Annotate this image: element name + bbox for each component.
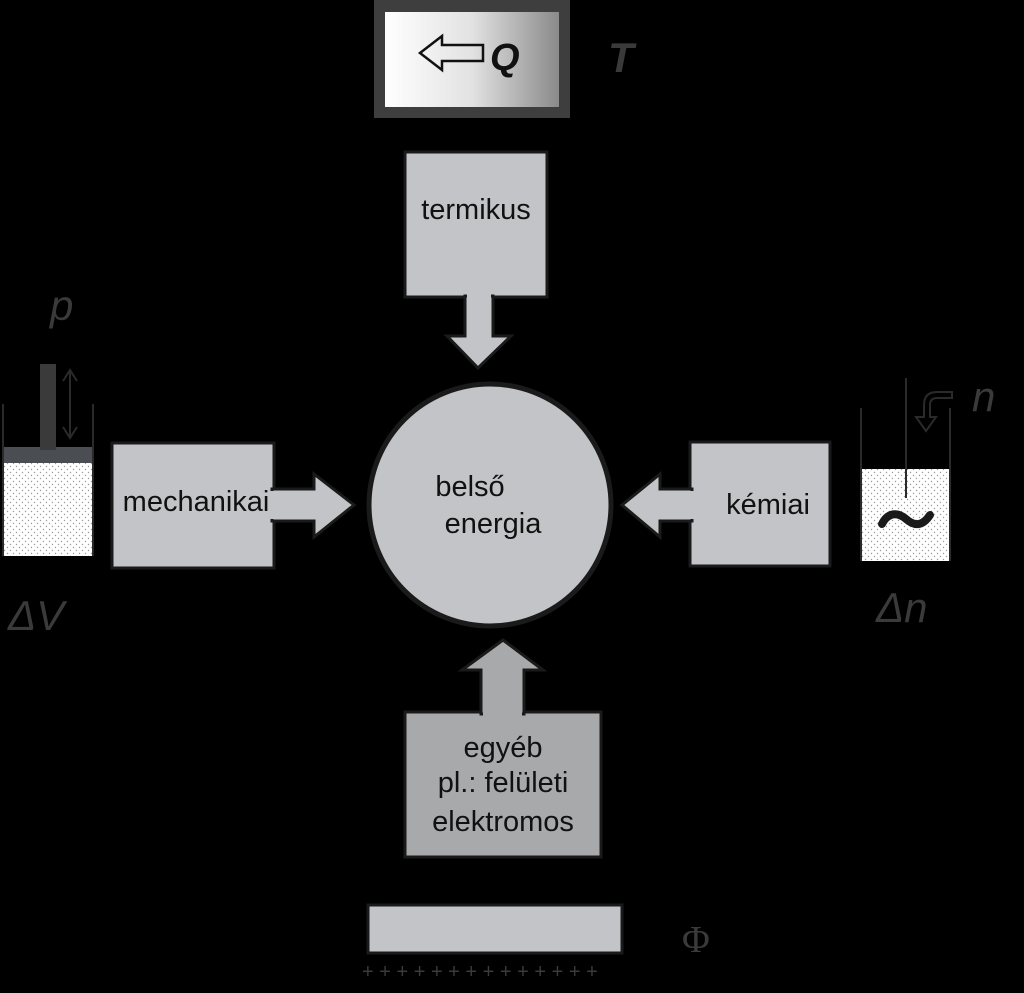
other-input-arrow: egyéb pl.: felületi elektromos xyxy=(403,638,603,859)
thermal-box xyxy=(403,150,549,299)
chemical-beaker xyxy=(860,378,953,561)
charged-plate: _ _ _ _ _ _ _ _ _ _ _ _ + + + + + + + + … xyxy=(362,883,624,983)
chemical-input-arrow: kémiai xyxy=(619,440,832,568)
plate xyxy=(366,903,624,955)
thermal-arrow-icon xyxy=(443,294,515,371)
volume-change-symbol: ΔV xyxy=(7,592,68,639)
chemical-label: kémiai xyxy=(726,489,810,521)
piston-motion-arrow-icon xyxy=(62,368,78,440)
piston-head xyxy=(4,447,92,463)
substance-addition-arrow-icon xyxy=(914,391,953,433)
cylinder-gas xyxy=(4,462,92,556)
piston-rod xyxy=(40,364,56,450)
piston-cylinder xyxy=(2,364,94,556)
chemical-arrow-icon xyxy=(619,470,694,541)
pressure-symbol: p xyxy=(48,282,73,329)
heat-reservoir-inner xyxy=(385,12,559,107)
heat-flow-arrow-icon xyxy=(417,33,485,73)
thermal-label: termikus xyxy=(421,194,531,226)
potential-symbol: Φ xyxy=(682,919,710,961)
internal-energy-circle xyxy=(366,381,614,629)
amount-change-symbol: Δn xyxy=(875,584,928,631)
other-label-line1: egyéb xyxy=(463,732,542,764)
mechanical-label: mechanikai xyxy=(123,486,270,518)
mechanical-arrow-icon xyxy=(270,470,357,541)
temperature-symbol: T xyxy=(608,34,637,81)
internal-energy-label-line1: belső xyxy=(435,471,504,503)
heat-reservoir: Q xyxy=(374,0,570,118)
stirrer-wave-icon xyxy=(878,510,934,529)
other-label-line3: elektromos xyxy=(432,806,574,838)
internal-energy-node: belső energia xyxy=(366,381,614,629)
thermal-input-arrow: termikus xyxy=(403,150,549,371)
positive-charges: + + + + + + + + + + + + + + xyxy=(362,961,598,983)
chemical-box xyxy=(688,440,832,568)
other-arrow-icon xyxy=(457,638,548,716)
heat-label: Q xyxy=(490,37,520,79)
other-box xyxy=(403,710,603,859)
other-label-line2: pl.: felületi xyxy=(438,767,569,799)
mechanical-input-arrow: mechanikai xyxy=(110,441,357,570)
amount-symbol: n xyxy=(972,373,995,420)
mechanical-box xyxy=(110,441,276,570)
internal-energy-label-line2: energia xyxy=(445,508,543,540)
